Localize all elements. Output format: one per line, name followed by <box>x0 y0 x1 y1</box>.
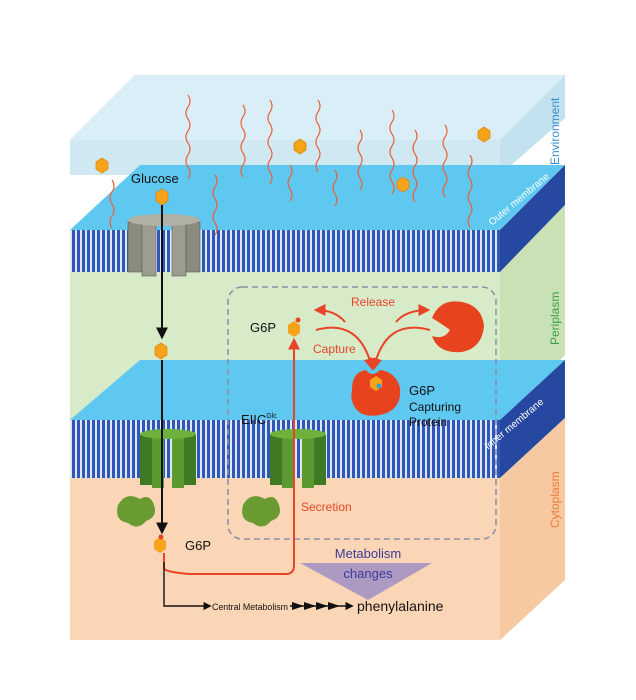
capturing-protein-label-2: Capturing <box>409 400 461 414</box>
outer-membrane-top <box>70 165 565 230</box>
enzyme-blob-right <box>242 496 280 527</box>
multi-step-arrows <box>290 601 354 611</box>
cytoplasm-label: Cytoplasm <box>548 471 562 528</box>
g6p-cytoplasm-label: G6P <box>185 538 211 553</box>
release-label: Release <box>351 295 395 309</box>
inner-membrane-top <box>70 360 565 420</box>
glucose-hexagon <box>396 176 410 193</box>
central-metabolism-label: Central Metabolism <box>212 602 288 612</box>
metabolism-label-2: changes <box>343 566 393 581</box>
metabolism-label-1: Metabolism <box>335 546 401 561</box>
glucose-label: Glucose <box>131 171 179 186</box>
metabolism-change-arrow <box>300 563 432 600</box>
enzyme-blob-left <box>117 496 155 527</box>
eiic-transporter-left <box>140 429 196 488</box>
eiic-label-base: EIIC <box>241 412 266 427</box>
phenylalanine-label: phenylalanine <box>357 598 444 614</box>
glucose-hexagon <box>155 188 169 206</box>
g6p-molecule-cytoplasm <box>154 537 166 553</box>
g6p-periplasm-label: G6P <box>250 320 276 335</box>
capturing-protein-bound <box>351 370 401 416</box>
eiic-label-sup: Glc <box>266 413 277 420</box>
capturing-protein-label-1: G6P <box>409 383 435 398</box>
glucose-hexagon <box>477 126 491 143</box>
eiic-label: EIICGlc <box>241 412 277 427</box>
outer-membrane-side <box>500 165 565 272</box>
glucose-hexagon <box>154 342 168 360</box>
inner-membrane-side <box>500 360 565 478</box>
g6p-molecule-periplasm <box>288 321 300 337</box>
cytoplasm-side <box>500 418 565 640</box>
environment-side <box>500 75 565 175</box>
glucose-hexagon <box>95 157 109 174</box>
eiic-transporter-right <box>270 429 326 488</box>
capturing-protein-open <box>432 301 484 353</box>
glucose-molecules <box>95 126 491 360</box>
secretion-arrow <box>163 337 300 575</box>
environment-label: Environment <box>548 97 562 165</box>
porin-channel <box>127 214 201 277</box>
central-metabolism-arrow <box>163 562 212 611</box>
capture-label: Capture <box>313 342 356 356</box>
capture-region-box <box>227 286 497 540</box>
periplasm-label: Periplasm <box>548 292 562 345</box>
lps-chains <box>109 94 473 236</box>
release-capture-arrows <box>313 304 431 371</box>
capturing-protein-label-3: Protein <box>409 415 447 429</box>
environment-top <box>70 75 565 140</box>
secretion-label: Secretion <box>301 500 352 514</box>
glucose-hexagon <box>293 138 307 155</box>
